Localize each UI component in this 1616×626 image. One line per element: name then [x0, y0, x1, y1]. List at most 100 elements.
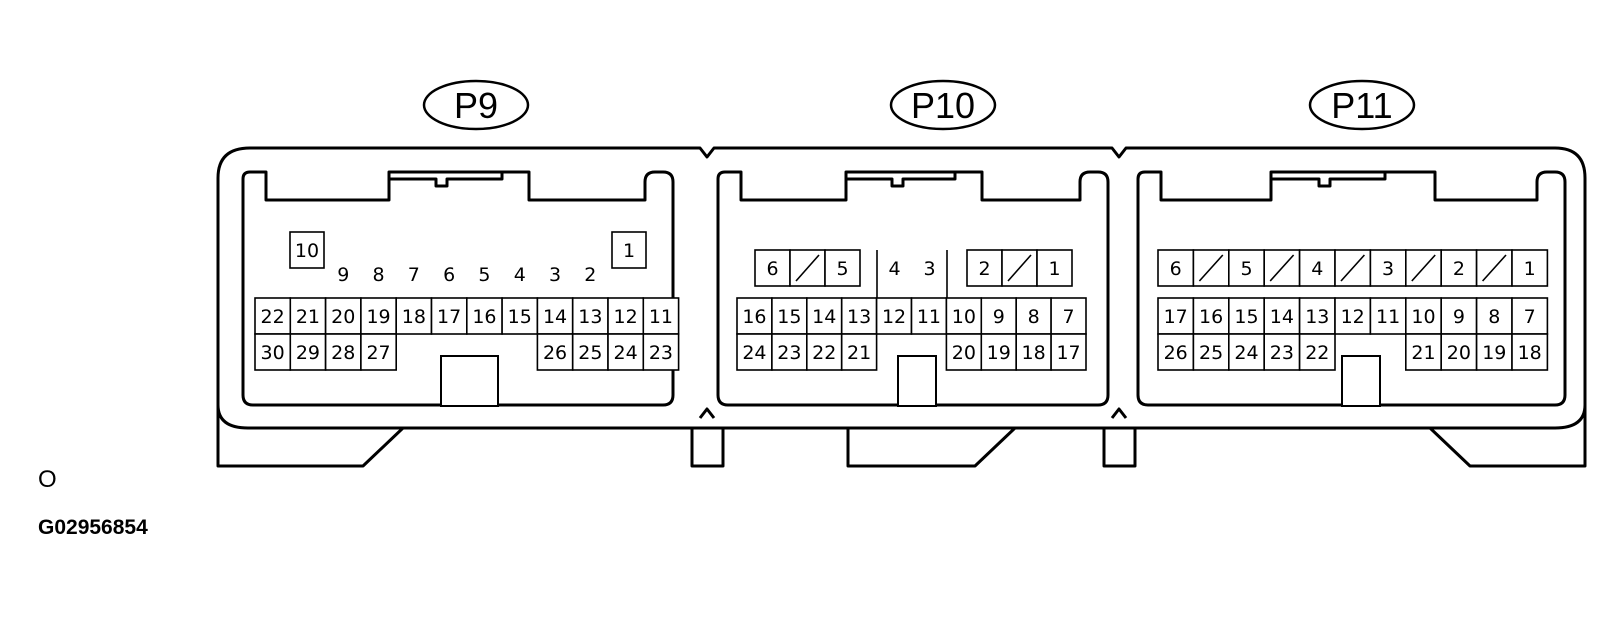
pin-cell: 2 [1440, 249, 1478, 287]
pin-number: 14 [1270, 306, 1294, 328]
housing-inner-notch-right [1110, 407, 1128, 419]
pin-number: 26 [543, 342, 567, 364]
pin-number: 13 [1305, 306, 1329, 328]
pin-number: 15 [1234, 306, 1258, 328]
pin-cell-border [1050, 333, 1087, 371]
pin-number: 11 [649, 306, 673, 328]
pin-cell-border [1036, 249, 1073, 287]
pin-cell-border [824, 249, 861, 287]
pin-number: 17 [1164, 306, 1188, 328]
pin-number: 4 [514, 264, 526, 286]
pin-cell: 15 [1228, 297, 1266, 335]
pin-cell: 26 [536, 333, 574, 371]
pin-number: 10 [295, 240, 319, 262]
pin-number: 17 [437, 306, 461, 328]
pin-cell-border [1440, 297, 1478, 335]
pin-cell-border [1298, 297, 1336, 335]
pin-cell: 18 [1511, 333, 1549, 371]
latch-p11 [1271, 170, 1387, 188]
pin-number: 22 [812, 342, 836, 364]
pin-cell: 7 [1050, 297, 1087, 335]
pin-number: 4 [888, 258, 900, 280]
polarity-key-p9 [440, 355, 499, 407]
pin-cell-border [611, 231, 647, 269]
pin-number: 5 [836, 258, 848, 280]
pin-cell: 4 [1298, 249, 1336, 287]
pin-cell-border [754, 249, 791, 287]
connector-label-ellipse [1308, 79, 1416, 131]
pin-cell-border [465, 297, 503, 335]
pin-number: 3 [1382, 258, 1394, 280]
pin-number: 9 [993, 306, 1005, 328]
pin-number: 14 [812, 306, 836, 328]
pin-cell-border [1440, 333, 1478, 371]
pin-cell: 17 [430, 297, 468, 335]
pin-number: 21 [296, 306, 320, 328]
connector-label-ellipse [889, 79, 997, 131]
pin-cell: 16 [465, 297, 503, 335]
pin-cell-border [1263, 333, 1301, 371]
pin-cell-border [289, 231, 325, 269]
pin-number: 10 [1411, 306, 1435, 328]
pin-number: 20 [331, 306, 355, 328]
pin-number: 7 [408, 264, 420, 286]
cavity-p11 [1136, 170, 1567, 407]
pin-number: 6 [766, 258, 778, 280]
pin-number: 19 [987, 342, 1011, 364]
pin-cell: 18 [1015, 333, 1052, 371]
pin-number: 24 [1234, 342, 1258, 364]
pin-cell: 25 [571, 333, 609, 371]
pin-cell: 19 [980, 333, 1017, 371]
pin-number: 30 [261, 342, 285, 364]
pin-cell: 24 [1228, 333, 1266, 371]
pin-cell-border [1405, 333, 1443, 371]
pin-number: 8 [1488, 306, 1500, 328]
pin-cell: 20 [1440, 333, 1478, 371]
pin-number: 19 [366, 306, 390, 328]
pin-number: 4 [1311, 258, 1323, 280]
pin-cell-border [395, 297, 433, 335]
pin-cell: 8 [1475, 297, 1513, 335]
pin-cell-border [1050, 297, 1087, 335]
pin-cell-border [1334, 297, 1372, 335]
pin-cell-border [1511, 249, 1549, 287]
pin-cell-border [254, 333, 292, 371]
pin-number: 9 [1453, 306, 1465, 328]
pin-number: 3 [549, 264, 561, 286]
pin-number: 7 [1524, 306, 1536, 328]
pin-number: 10 [952, 306, 976, 328]
pin-cell: 26 [1157, 333, 1195, 371]
pin-number: 16 [472, 306, 496, 328]
pin-cell: 5 [478, 264, 490, 286]
pin-number: 2 [978, 258, 990, 280]
pin-cell: 21 [1405, 333, 1443, 371]
pin-number: 17 [1056, 342, 1080, 364]
pin-number: 11 [917, 306, 941, 328]
pin-number: 20 [952, 342, 976, 364]
pin-cell: 5 [824, 249, 861, 287]
pin-cell-border [1298, 333, 1336, 371]
pin-cell-border [875, 297, 913, 335]
pin-cell: 11 [642, 297, 680, 335]
pin-cell-border [571, 333, 609, 371]
pin-cell-border [840, 333, 878, 371]
connector-label-3: P11 [1308, 79, 1416, 131]
connector-label-text: P9 [454, 85, 498, 126]
pin-number: 21 [1411, 342, 1435, 364]
pin-cell: 10 [289, 231, 325, 269]
pin-number: 8 [1028, 306, 1040, 328]
pin-cell: 12 [875, 297, 913, 335]
pin-cell: 23 [642, 333, 680, 371]
unused-cavity [789, 249, 826, 287]
pin-cell-border [642, 333, 680, 371]
pin-cell: 3 [549, 264, 561, 286]
figure-id: G02956854 [38, 516, 148, 539]
pin-number: 15 [777, 306, 801, 328]
pin-cell: 9 [1440, 297, 1478, 335]
pin-cell: 19 [1475, 333, 1513, 371]
pin-cell: 27 [360, 333, 397, 371]
pin-number: 8 [373, 264, 385, 286]
pin-cell: 5 [1228, 249, 1266, 287]
pin-cell: 1 [1036, 249, 1073, 287]
pin-cell: 3 [1369, 249, 1407, 287]
